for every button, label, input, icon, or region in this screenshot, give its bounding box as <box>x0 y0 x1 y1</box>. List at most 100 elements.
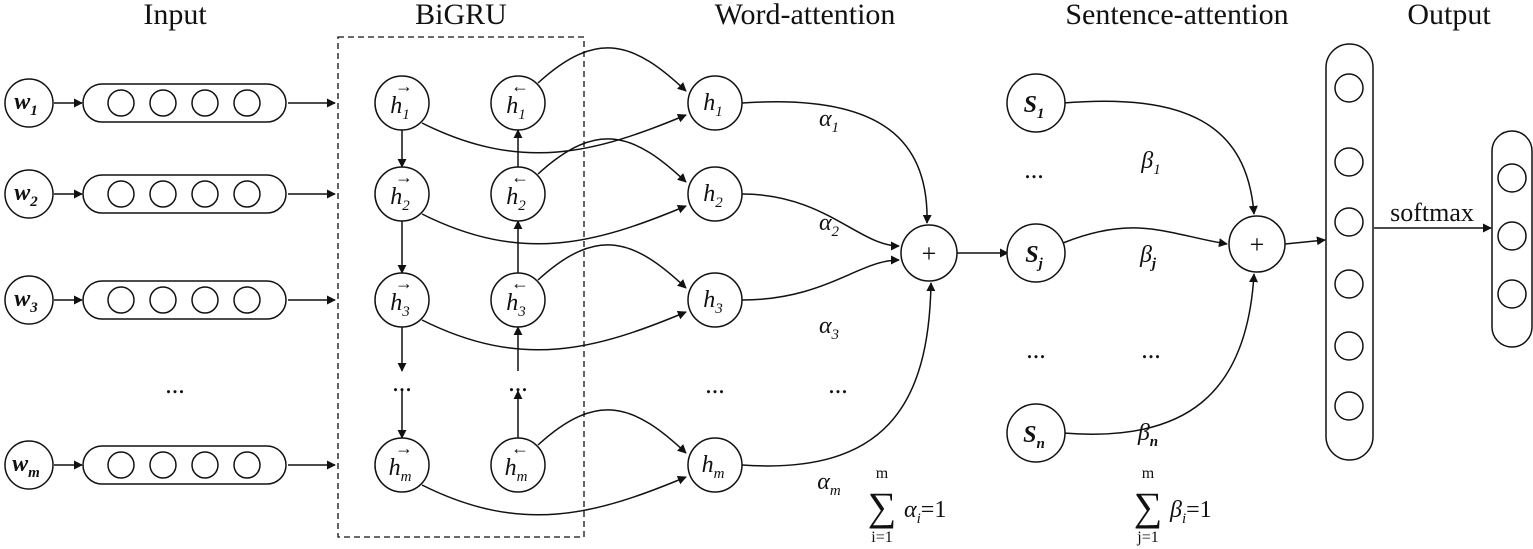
backward-state-node <box>490 437 546 493</box>
sentence-weight-label-subscript: j <box>1150 256 1157 272</box>
sentence-label-base: S <box>1025 242 1038 268</box>
sentence-sum-plus: + <box>1250 230 1265 259</box>
embedding-unit <box>149 451 177 479</box>
sentence-weight-label-base: β <box>1140 148 1153 174</box>
backward-state-label-base: h <box>506 290 518 316</box>
forward-state-label-base: h <box>389 455 401 481</box>
title-input: Input <box>143 0 207 31</box>
sentence-constraint-sigma: ∑ <box>1134 484 1163 529</box>
forward-to-hidden-curve <box>421 204 687 245</box>
input-word-label-subscript: m <box>28 465 40 481</box>
sentence-label-subscript: j <box>1037 256 1044 272</box>
sentence-ellipsis-lower: ... <box>1026 335 1046 364</box>
backward-state-label-subscript: m <box>517 469 528 485</box>
sentence-constraint-term: βi=1 <box>1169 497 1212 527</box>
input-word-label-base: w <box>12 451 29 477</box>
title-word-attention: Word-attention <box>715 0 896 31</box>
word-constraint-term-base: α <box>904 497 917 523</box>
word-constraint-upper: m <box>876 465 889 482</box>
embedding-unit <box>107 286 135 314</box>
sentence-node <box>1006 73 1066 133</box>
sentence-weight-label-subscript: n <box>1150 434 1158 450</box>
sentence-ellipsis-upper: ... <box>1024 155 1044 184</box>
backward-arrow-mark: ← <box>511 76 529 96</box>
sentence-vector-unit <box>1334 147 1364 177</box>
softmax-label: softmax <box>1390 198 1474 227</box>
input-word-node <box>4 440 54 490</box>
forward-ellipsis: ... <box>392 368 412 397</box>
hidden-state-node <box>687 166 743 222</box>
sentence-label: S1 <box>1024 92 1045 122</box>
sentence-weight-label-base: β <box>1137 420 1150 446</box>
sentence-sum-node <box>1228 215 1286 273</box>
sentence-node <box>1006 223 1066 283</box>
backward-state-label: h1 <box>506 93 526 123</box>
embedding-unit <box>149 286 177 314</box>
sum-to-output-arrow <box>1284 236 1326 246</box>
title-sentence-attention: Sentence-attention <box>1065 0 1288 31</box>
sentence-vector-unit <box>1334 391 1364 421</box>
sentence-to-sum-curve <box>1062 100 1258 215</box>
backward-to-hidden-curve <box>537 244 687 289</box>
hidden-to-sum-curve <box>741 282 936 467</box>
bigru-box <box>337 36 585 538</box>
input-word-label-subscript: 2 <box>29 194 38 210</box>
forward-state-label: h2 <box>390 184 410 214</box>
hidden-to-sum-curve <box>741 101 932 224</box>
word-constraint-term-sub: i <box>917 511 921 527</box>
input-word-label-subscript: 3 <box>29 300 38 316</box>
sentence-label-subscript: n <box>1037 436 1045 452</box>
backward-state-label-base: h <box>506 184 518 210</box>
input-word-node <box>4 275 54 325</box>
forward-to-hidden-curve <box>421 475 687 516</box>
hidden-state-label-subscript: 1 <box>715 104 723 120</box>
input-word-label-subscript: 1 <box>30 103 38 119</box>
word-sum-node <box>900 224 958 282</box>
hidden-to-sum-curve <box>741 255 900 301</box>
backward-state-label-base: h <box>505 455 517 481</box>
input-word-label: w2 <box>14 180 38 210</box>
hidden-state-label-subscript: 2 <box>715 195 723 211</box>
sentence-weight-label: βn <box>1137 420 1158 450</box>
embedding-unit <box>191 89 219 117</box>
backward-ellipsis: ... <box>508 368 528 397</box>
sentence-vector-unit <box>1334 269 1364 299</box>
word-constraint-sigma: ∑ <box>868 484 897 529</box>
backward-arrow-mark: ← <box>511 167 529 187</box>
embedding-unit <box>233 286 261 314</box>
embedding-unit <box>191 286 219 314</box>
embedding-unit <box>149 180 177 208</box>
embedding-unit <box>149 89 177 117</box>
output-unit <box>1497 163 1527 193</box>
input-word-node <box>4 169 54 219</box>
sentence-node <box>1006 403 1066 463</box>
backward-to-hidden-curve <box>537 138 687 183</box>
embedding-unit <box>107 180 135 208</box>
backward-state-label-subscript: 3 <box>517 304 526 320</box>
forward-state-node <box>374 166 430 222</box>
word-weight-label: αm <box>817 469 841 499</box>
hidden-state-label-subscript: m <box>714 466 725 482</box>
sentence-to-sum-curve <box>1062 227 1228 248</box>
word-weight-label-base: α <box>819 210 832 236</box>
forward-arrow-mark: → <box>395 76 413 96</box>
weight-ellipsis: ... <box>828 370 848 399</box>
embedding-unit <box>107 89 135 117</box>
forward-state-label-subscript: 1 <box>402 107 410 123</box>
hidden-state-label: hm <box>702 452 725 482</box>
hidden-state-node <box>687 437 743 493</box>
forward-state-label-base: h <box>390 93 402 119</box>
hidden-state-node <box>687 272 743 328</box>
backward-state-label: hm <box>505 455 528 485</box>
title-output: Output <box>1407 0 1491 31</box>
forward-state-label-base: h <box>390 184 402 210</box>
forward-state-label-base: h <box>390 290 402 316</box>
sentence-weight-label: βj <box>1139 242 1157 272</box>
forward-to-hidden-curve <box>421 310 687 351</box>
forward-state-label-subscript: 3 <box>401 304 410 320</box>
hidden-to-sum-curve <box>741 193 900 251</box>
embedding-capsule <box>82 280 287 320</box>
word-weight-label-base: α <box>817 469 830 495</box>
hidden-state-label: h3 <box>703 287 723 317</box>
